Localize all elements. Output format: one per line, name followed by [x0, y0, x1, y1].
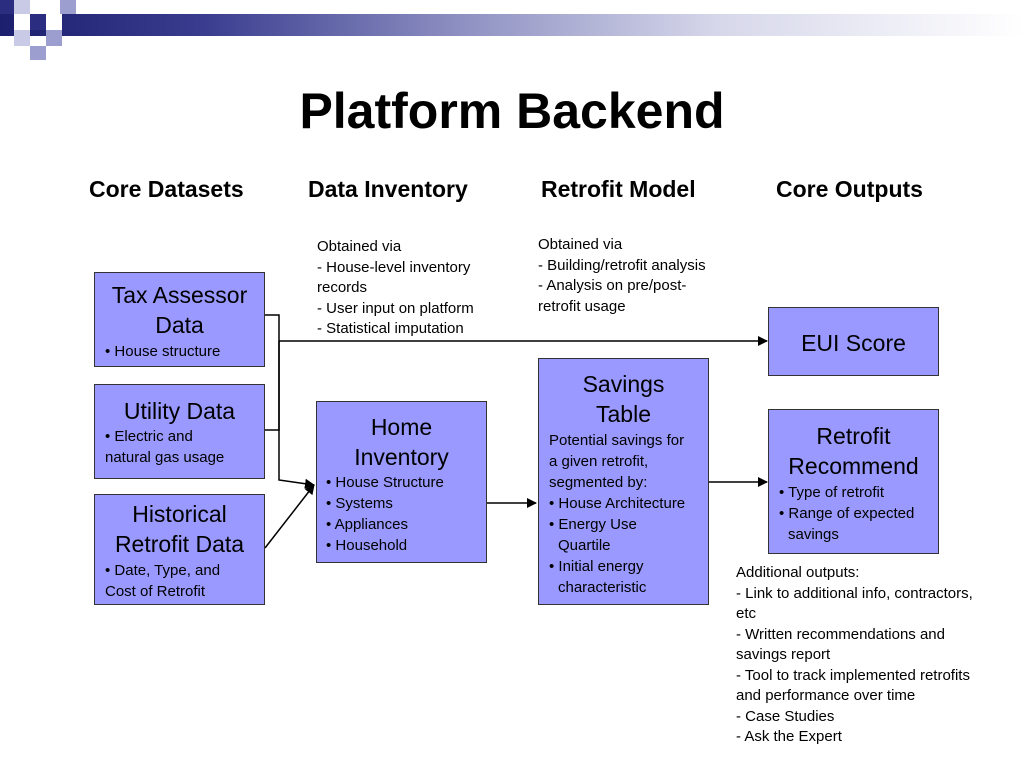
list-item: • Date, Type, and: [105, 562, 221, 579]
additional-outputs-note: Additional outputs: - Link to additional…: [736, 564, 973, 745]
page-title: Platform Backend: [299, 83, 725, 139]
list-item: natural gas usage: [105, 449, 225, 466]
column-header-core-outputs: Core Outputs: [776, 176, 923, 202]
retrofit-recommend-box: Retrofit Recommend • Type of retrofit • …: [768, 409, 939, 554]
historical-retrofit-title: Historical Retrofit Data: [114, 501, 245, 557]
savings-table-title: Savings Table: [582, 371, 665, 427]
utility-data-title: Utility Data: [123, 398, 236, 424]
list-item: • Household: [326, 537, 408, 554]
list-item: Cost of Retrofit: [105, 583, 206, 600]
list-item: • Range of expected: [779, 505, 915, 522]
home-inventory-title: Home Inventory: [354, 414, 449, 470]
column-header-data-inventory: Data Inventory: [308, 176, 468, 202]
savings-table-description: Potential savings for a given retrofit, …: [549, 432, 685, 491]
tax-assessor-data-box: Tax Assessor Data • House structure: [94, 272, 265, 367]
savings-table-box: Savings Table Potential savings for a gi…: [538, 358, 709, 605]
list-item: • Energy Use: [549, 516, 637, 533]
list-item: characteristic: [558, 579, 647, 596]
historical-retrofit-data-box: Historical Retrofit Data • Date, Type, a…: [94, 494, 265, 605]
list-item: • Initial energy: [549, 558, 644, 575]
column-header-retrofit-model: Retrofit Model: [541, 176, 696, 202]
list-item: • House Structure: [326, 474, 444, 491]
header-gradient-bar: [0, 14, 1024, 36]
list-item: savings: [788, 526, 839, 543]
list-item: • House Architecture: [549, 495, 686, 512]
eui-score-box: EUI Score: [768, 307, 939, 376]
tax-assessor-title: Tax Assessor Data: [111, 282, 248, 338]
eui-score-title: EUI Score: [801, 330, 906, 356]
list-item: Quartile: [558, 537, 611, 554]
list-item: • Appliances: [326, 516, 408, 533]
model-source-note: Obtained via - Building/retrofit analysi…: [538, 236, 706, 315]
list-item: • Type of retrofit: [779, 484, 885, 501]
list-item: • Electric and: [105, 428, 193, 445]
list-item: • House structure: [105, 343, 221, 360]
utility-data-box: Utility Data • Electric and natural gas …: [94, 384, 265, 479]
column-header-core-datasets: Core Datasets: [89, 176, 244, 202]
home-inventory-box: Home Inventory • House Structure • Syste…: [316, 401, 487, 563]
list-item: • Systems: [326, 495, 393, 512]
inventory-source-note: Obtained via - House-level inventory rec…: [317, 238, 474, 337]
retrofit-recommend-title: Retrofit Recommend: [788, 423, 919, 479]
